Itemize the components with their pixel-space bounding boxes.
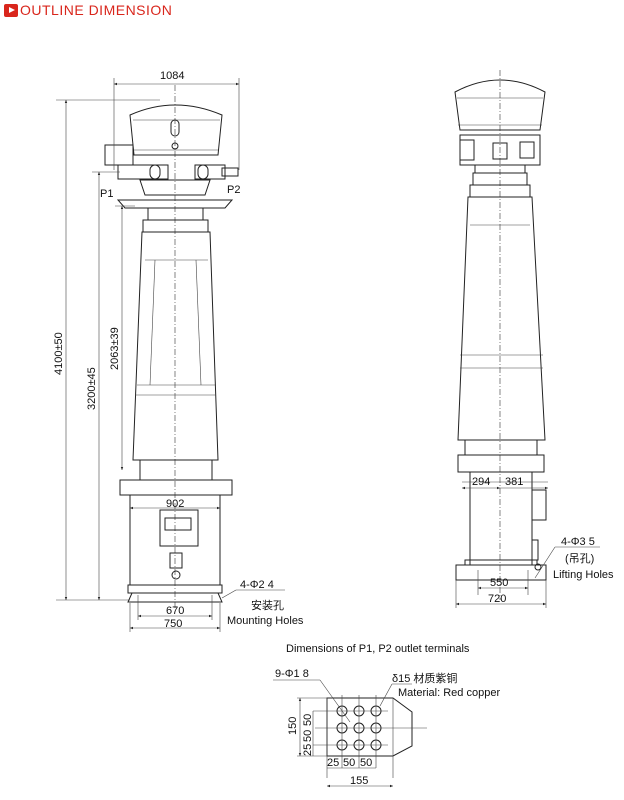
dim-294: 294 xyxy=(472,476,490,488)
play-icon xyxy=(4,3,18,17)
dim-3200: 3200±45 xyxy=(86,367,98,410)
lifting-holes-spec: 4-Φ3 5 xyxy=(561,536,595,548)
material-en: Material: Red copper xyxy=(398,687,500,699)
dim-v-0: 25 xyxy=(302,744,314,756)
dim-720: 720 xyxy=(488,593,506,605)
section-title: OUTLINE DIMENSION xyxy=(20,2,173,18)
dim-v-1: 50 xyxy=(302,730,314,742)
dim-150: 150 xyxy=(287,717,299,735)
dim-v-2: 50 xyxy=(302,714,314,726)
dim-670: 670 xyxy=(166,605,184,617)
dim-381: 381 xyxy=(505,476,523,488)
dim-h-2: 50 xyxy=(360,757,372,769)
dim-902: 902 xyxy=(166,498,184,510)
mounting-holes-spec: 4-Φ2 4 xyxy=(240,579,274,591)
thickness-material-cn: δ15 材质紫铜 xyxy=(392,671,457,685)
dim-1084: 1084 xyxy=(160,70,184,82)
label-p1: P1 xyxy=(100,188,113,200)
dim-h-0: 25 xyxy=(327,757,339,769)
mounting-holes-cn: 安装孔 xyxy=(251,598,284,612)
front-view xyxy=(104,85,239,610)
side-dimensions: 294 381 550 720 4-Φ3 5 (吊孔) Lifting Hole… xyxy=(455,476,614,608)
mounting-holes-en: Mounting Holes xyxy=(227,615,304,627)
dim-550: 550 xyxy=(490,577,508,589)
lifting-holes-en: Lifting Holes xyxy=(553,569,614,581)
dim-750: 750 xyxy=(164,618,182,630)
dim-2063: 2063±39 xyxy=(109,327,121,370)
label-p2: P2 xyxy=(227,184,240,196)
front-dimensions: 1084 P1 P2 4100±50 3200±45 2063±39 902 6… xyxy=(53,70,304,632)
terminal-title: Dimensions of P1, P2 outlet terminals xyxy=(286,643,470,655)
holes-spec: 9-Φ1 8 xyxy=(275,668,309,680)
dim-155: 155 xyxy=(350,775,368,787)
dim-h-1: 50 xyxy=(343,757,355,769)
lifting-holes-cn: (吊孔) xyxy=(565,552,594,565)
side-view xyxy=(454,70,547,600)
section-header: OUTLINE DIMENSION xyxy=(4,2,172,18)
terminal-detail: Dimensions of P1, P2 outlet terminals 15… xyxy=(273,643,500,788)
dim-4100: 4100±50 xyxy=(53,332,65,375)
